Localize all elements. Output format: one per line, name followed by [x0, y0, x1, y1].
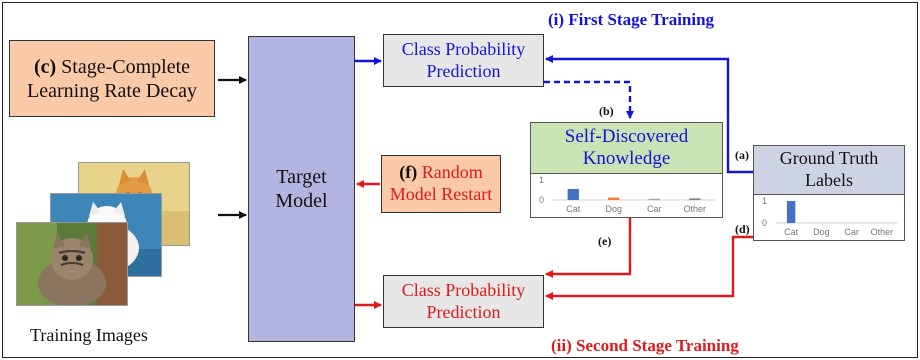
sdk-bar-car: [648, 198, 660, 200]
training-image-tabby-cat: [16, 222, 128, 306]
class-prob-prediction-bottom: Class Probability Prediction: [383, 275, 544, 328]
sdk-label-other: Other: [683, 204, 706, 214]
sdk-label-car: Car: [647, 204, 662, 214]
cpp-to-sdk-dashed-arrow: [544, 80, 634, 119]
gt-label-other: Other: [871, 227, 894, 237]
gt-bar-cat: [786, 201, 796, 223]
target-model-line1: Target: [276, 166, 327, 188]
sdk-to-cpp-bottom-arrow: [545, 218, 632, 278]
sdk-ytick-1: 1: [539, 175, 544, 185]
gt-line1: Ground Truth: [779, 148, 879, 169]
restart-line1: Random: [421, 162, 483, 183]
sdk-ytick-0: 0: [539, 195, 544, 205]
lr-decay-box: (c) Stage-Complete Learning Rate Decay: [9, 40, 215, 117]
random-model-restart-box: (f) Random Model Restart: [381, 155, 501, 213]
gt-title: Ground Truth Labels: [754, 146, 904, 195]
target-model-box: Target Model: [248, 36, 355, 342]
gt-to-cpp-bottom-arrow: [545, 235, 753, 300]
restart-line2: Model Restart: [389, 184, 493, 204]
class-prob-prediction-top: Class Probability Prediction: [383, 34, 544, 87]
tag-b: (b): [599, 104, 614, 118]
cpp-bottom-line1: Class Probability: [401, 279, 526, 300]
sdk-bar-other: [689, 198, 701, 200]
gt-to-cpp-top-arrow: [545, 55, 753, 174]
lr-decay-line2: Learning Rate Decay: [27, 79, 197, 102]
training-images-label: Training Images: [30, 325, 148, 345]
cpp-top-line1: Class Probability: [401, 38, 526, 59]
gt-line2: Labels: [805, 170, 853, 190]
sdk-bar-cat: [567, 189, 579, 200]
restart-tag: (f): [399, 162, 418, 183]
gt-ytick-1: 1: [762, 196, 767, 206]
second-stage-title: (ii) Second Stage Training: [551, 336, 739, 355]
sdk-bar-dog: [608, 197, 620, 200]
sdk-title: Self-Discovered Knowledge: [531, 123, 722, 174]
sdk-line1: Self-Discovered: [564, 126, 689, 148]
sdk-line2: Knowledge: [582, 148, 671, 169]
cpp-top-line2: Prediction: [426, 60, 501, 81]
gt-ytick-0: 0: [762, 218, 767, 228]
target-model-line2: Model: [275, 190, 328, 212]
gt-label-car: Car: [844, 227, 859, 237]
tag-e: (e): [598, 234, 612, 248]
tag-d: (d): [735, 222, 750, 236]
lr-decay-line1: Stage-Complete: [61, 55, 191, 78]
lr-decay-tag: (c): [33, 55, 57, 78]
gt-label-dog: Dog: [813, 227, 830, 237]
sdk-label-dog: Dog: [605, 204, 622, 214]
cpp-bottom-line2: Prediction: [426, 301, 501, 322]
sdk-label-cat: Cat: [566, 204, 581, 214]
gt-label-cat: Cat: [784, 227, 799, 237]
first-stage-title: (i) First Stage Training: [548, 10, 715, 29]
tag-a: (a): [735, 148, 749, 162]
